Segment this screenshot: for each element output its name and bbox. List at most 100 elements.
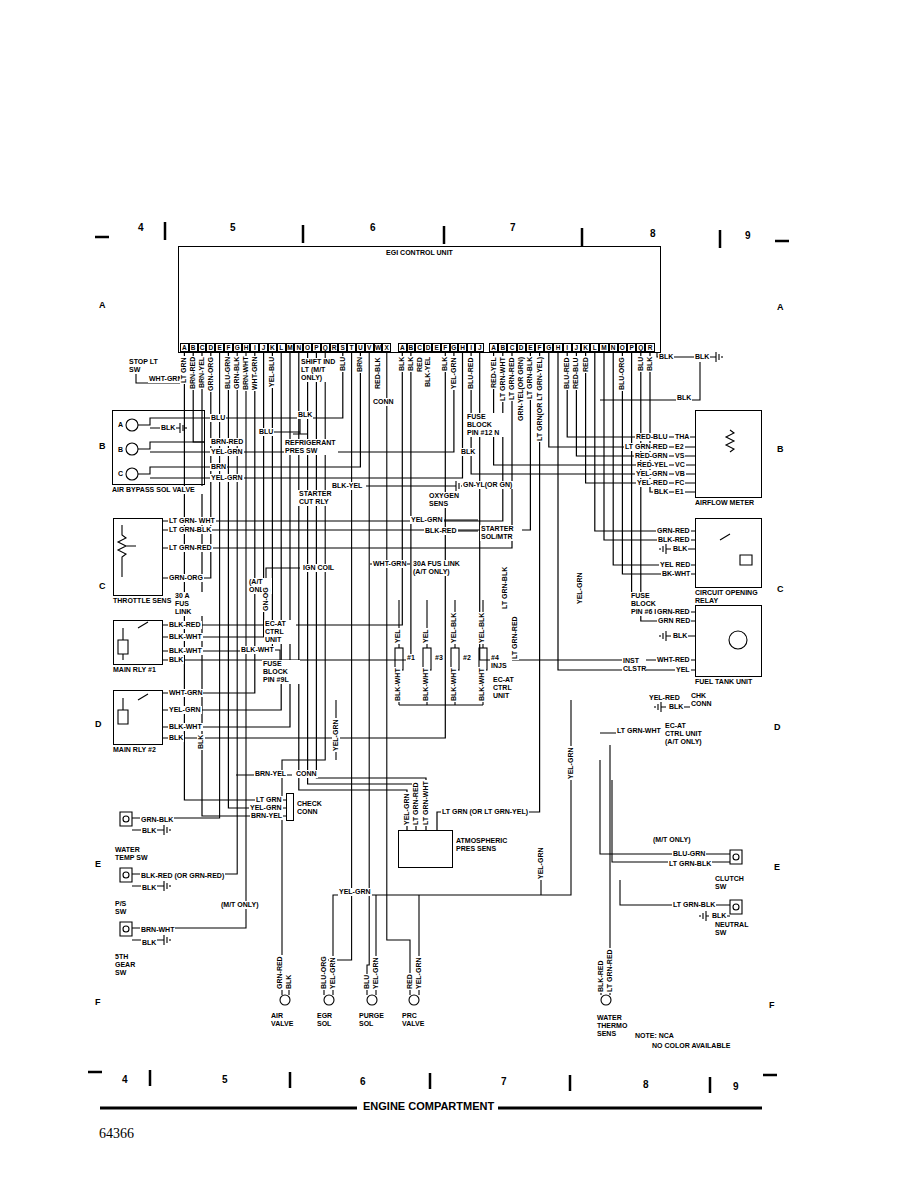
label-text: WHT-GRN [148,375,183,383]
pin-wire-color: BLU-RED [563,357,571,391]
label-text: 6 [359,1076,367,1088]
label-text: 5TH GEAR SW [114,953,146,977]
switch-pin [123,872,129,878]
pin-letter: H [242,343,251,352]
wire [163,353,264,637]
label-text: GRN-RED [276,955,284,990]
label-text: CLUTCH SW [714,875,744,891]
pin-wire-color: RED-BLU [572,357,580,391]
pin-letter: S [338,343,347,352]
label-text: C [776,584,785,595]
label-text: BLK-WHT [450,667,458,702]
pin-letter: J [572,343,581,352]
wire [622,353,695,574]
valve-terminal [126,443,138,455]
pin-letter: C [198,343,207,352]
pin-letter: M [599,343,608,352]
label-text: WATER TEMP SW [114,846,156,862]
component-name: FUEL TANK UNIT [695,678,762,686]
pin-wire-color: RED-BLK [374,357,382,391]
component-internals [118,430,752,724]
label-text: BLU-ORG [320,955,328,990]
pin-letter: O [618,343,627,352]
label-text: BLU [258,428,274,436]
pin-wire-color: RED [582,356,590,373]
label-text: BLK [141,939,157,947]
label-text: 30 A FUS LINK [174,592,206,616]
pin-letter: K [581,343,590,352]
pin-wire-color: RED [416,356,424,373]
pin-wire-color: GRN-BLK [233,356,241,390]
switch-pin [123,816,129,822]
wire [163,353,512,548]
pin-letter: I [467,343,476,352]
fuel-gauge-symbol [729,631,747,649]
component-box: FUEL TANK UNIT [695,605,762,677]
label-text: BLK [160,424,176,432]
pin-wire-color: BLK [646,356,654,372]
label-text: BLK-WHT [394,667,402,702]
label-text: OXYGEN SENS [428,492,460,508]
wire [163,353,255,693]
label-text: BLK-RED [424,527,458,535]
sensor-connector [601,995,611,1005]
wire-color-label: YEL-GRN [249,804,283,812]
label-text: 9 [732,1081,740,1093]
label-text: BLK [297,411,313,419]
wire [205,353,454,452]
label-text: 30A FUS LINK (A/T ONLY) [412,560,469,576]
label-text: YEL [394,628,402,644]
pin-letter: P [312,343,321,352]
label-text: 7 [500,1076,508,1088]
pin-letter: A [489,343,498,352]
wire [308,353,416,830]
label-text: BRN-WHT [140,926,175,934]
component-box: CHECK CONN [286,793,294,821]
component-box: AIR BYPASS SOL VALVE [112,410,205,485]
label-text: VS [674,452,685,460]
wire [558,353,695,670]
pin-wire-color: BLU [637,356,645,372]
pin-letter: E [432,343,441,352]
label-text: NEUTRAL SW [714,921,746,937]
wire-color-label: BLK-WHT [168,647,203,655]
wire-color-label: LT GRN (OR LT GRN-YEL) [441,808,529,816]
pin-wire-color: BLU [339,356,347,372]
wire-color-label: GRN RED [657,617,691,625]
sensor-connector [367,995,377,1005]
label-text: BLK-WHT [240,646,275,654]
label-text: LT GRN-RED [511,615,519,660]
component-box: MAIN RLY #2 [113,690,163,745]
pin-letter: N [294,343,303,352]
label-text: D [94,719,103,730]
label-text: F [768,1000,776,1011]
label-text: BLK [694,353,710,361]
wire [480,353,695,660]
pin-letter: B [189,343,198,352]
label-text: BLK [658,353,674,361]
wire-color-label: BRN [210,463,227,471]
label-text: 8 [642,1079,650,1091]
pin-wire-color: BLU-RED [467,357,475,391]
component-box: CIRCUIT OPENING RELAY [695,518,762,588]
switch-connector [120,812,742,936]
component-name: MAIN RLY #1 [113,666,175,674]
wire-color-label: BLK [168,734,184,742]
label-text: A [776,302,785,313]
label-text: SHIFT IND LT (M/T ONLY) [300,358,340,382]
wire [299,353,407,830]
switch-pin [733,904,739,910]
wire-color-label: GRN-RED [656,608,691,616]
label-text: BLK-WHT [478,667,486,702]
component-name: EGI CONTROL UNIT [179,249,660,257]
label-text: FUSE BLOCK PIN #12 N [466,413,506,437]
label-text: BLK [141,884,157,892]
label-text: BLK-RED [597,960,605,994]
wire-color-label: BRN-RED [210,438,244,446]
label-text: E [773,862,781,873]
pin-letter: V [365,343,374,352]
label-text: BRN-YEL [254,770,287,778]
label-text: EGR SOL [316,1012,342,1028]
label-text: BLK [668,703,684,711]
